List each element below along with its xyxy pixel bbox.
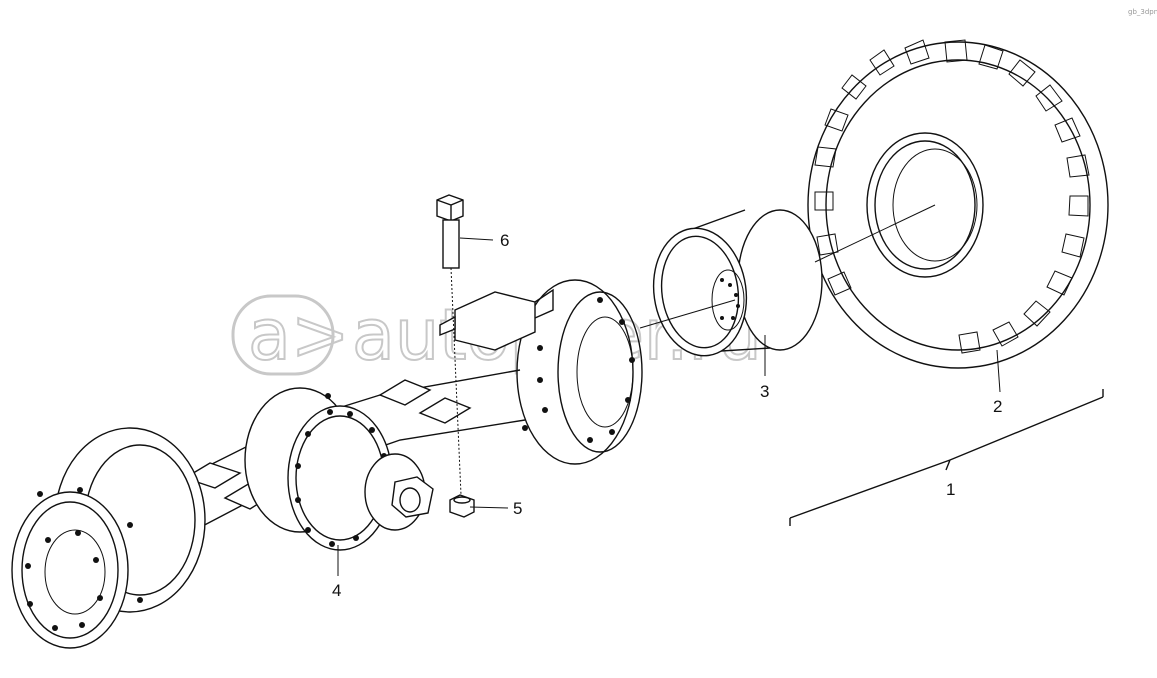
wheel-rim xyxy=(652,209,823,357)
corner-code: gb_3dpn xyxy=(1128,8,1157,16)
watermark-logo-text: a> xyxy=(248,294,350,376)
bolt xyxy=(436,194,464,269)
nut xyxy=(449,494,475,518)
callout-2: 2 xyxy=(993,397,1002,416)
group-bracket xyxy=(789,396,1104,519)
callout-4: 4 xyxy=(332,581,341,600)
callout-5: 5 xyxy=(513,499,522,518)
axle-assembly xyxy=(11,279,643,649)
callout-1: 1 xyxy=(946,480,955,499)
callout-6: 6 xyxy=(500,231,509,250)
callout-labels: 1 2 3 4 5 6 xyxy=(332,231,1002,600)
callout-3: 3 xyxy=(760,382,769,401)
leader-lines xyxy=(337,204,1001,576)
watermark-logo-frame xyxy=(231,294,335,376)
tire xyxy=(807,39,1109,369)
